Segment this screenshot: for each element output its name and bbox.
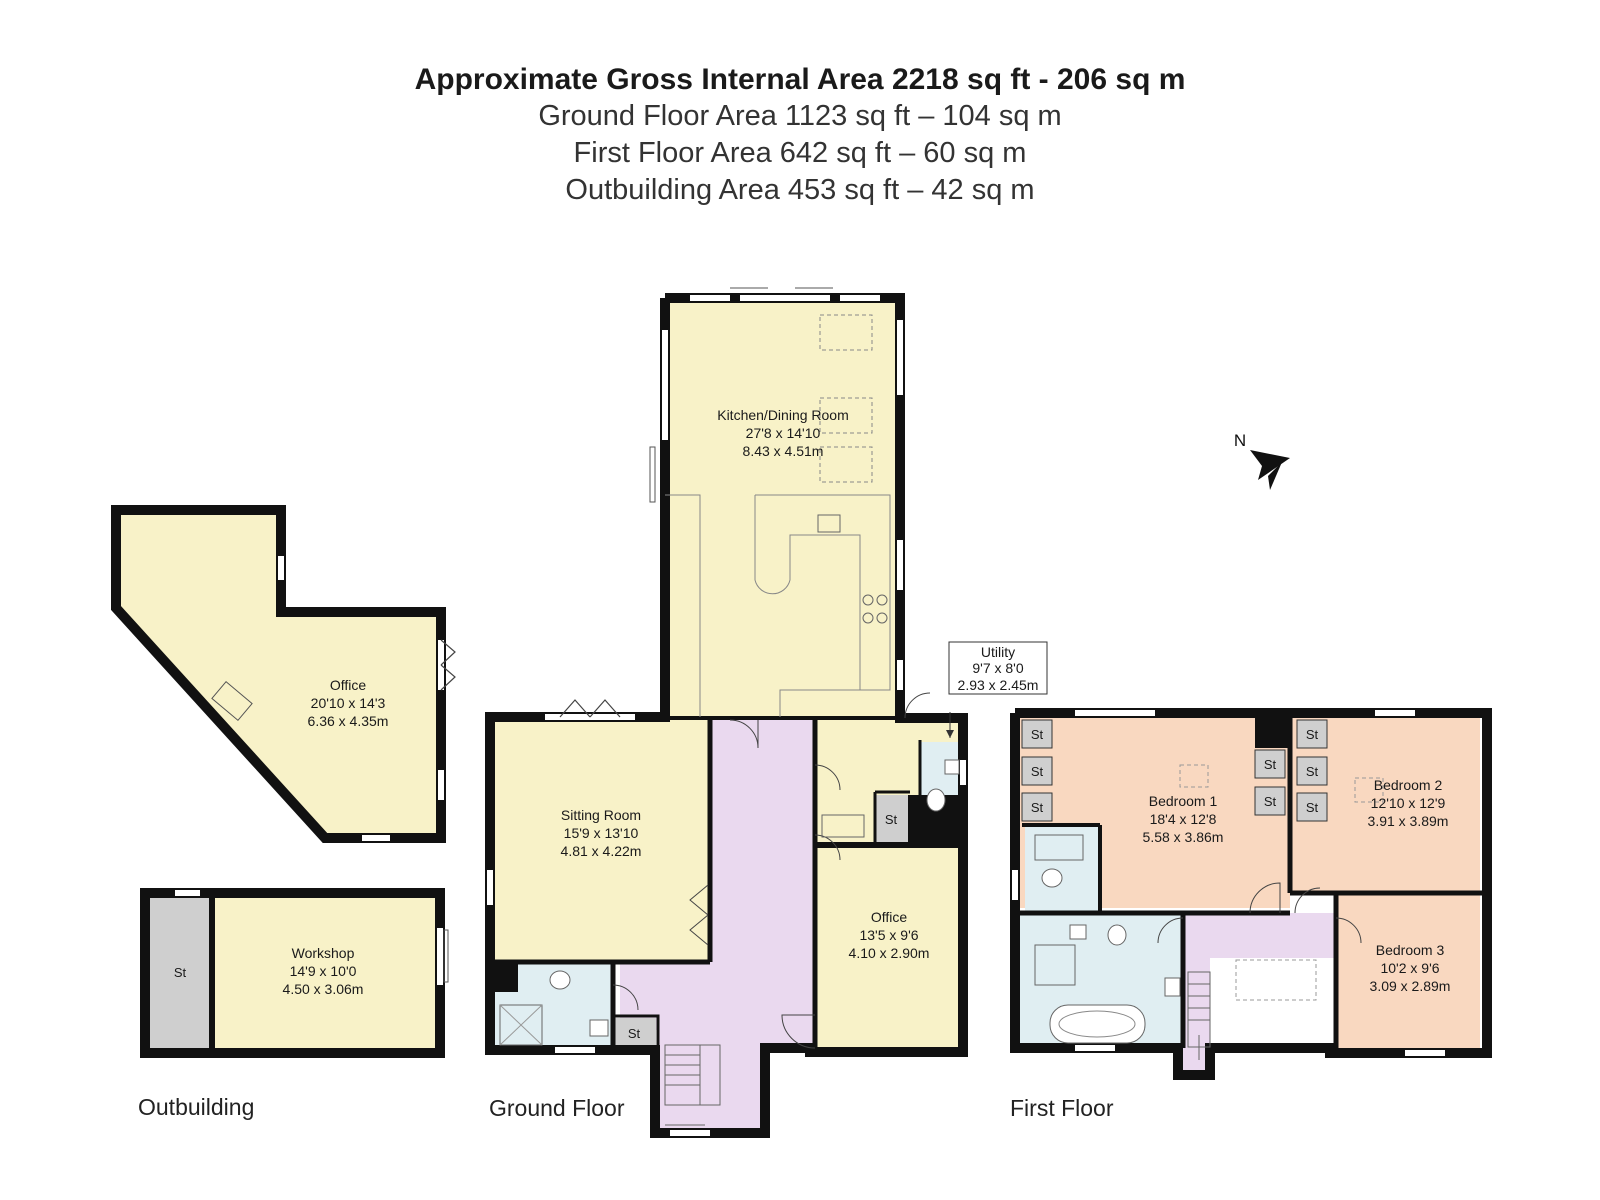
- bath-shower-icon: [1034, 944, 1076, 986]
- sitting-room-name: Sitting Room: [561, 807, 641, 823]
- north-arrow-icon: N: [1234, 431, 1290, 490]
- outbuilding-office-floor: [111, 505, 446, 843]
- basin-icon: [589, 1019, 609, 1037]
- ground-floor-block: [485, 287, 968, 1138]
- sitting-room-imperial: 15'9 x 13'10: [564, 825, 639, 841]
- first-stairs-icon: [1187, 971, 1211, 1060]
- kitchen-metric: 8.43 x 4.51m: [743, 443, 824, 459]
- store-label-5: St: [1264, 794, 1277, 809]
- bathroom-toilet-icon: [1107, 924, 1127, 946]
- toilet-icon: [549, 970, 571, 990]
- store-label-6: St: [1306, 727, 1319, 742]
- workshop-imperial: 14'9 x 10'0: [290, 963, 357, 979]
- workshop-store-label: St: [174, 965, 187, 980]
- outbuilding-office-imperial: 20'10 x 14'3: [311, 695, 386, 711]
- compass-n-label: N: [1234, 431, 1246, 450]
- store-label-3: St: [1031, 800, 1044, 815]
- sitting-room-metric: 4.81 x 4.22m: [561, 843, 642, 859]
- landing-floor: [1183, 913, 1336, 1070]
- sliding-door-icon: [443, 929, 449, 983]
- hob-icon: [862, 594, 874, 606]
- store-label-1: St: [1031, 727, 1044, 742]
- utility-metric: 2.93 x 2.45m: [958, 677, 1039, 693]
- ground-store-floor: [612, 1018, 656, 1048]
- first-floor-block: [1010, 708, 1492, 1080]
- outbuilding-office-block: [111, 505, 456, 843]
- outbuilding-area: Outbuilding Area 453 sq ft – 42 sq m: [565, 174, 1035, 206]
- bedroom2-name: Bedroom 2: [1374, 777, 1443, 793]
- kitchen-floor: [665, 298, 898, 723]
- utility-imperial: 9'7 x 8'0: [972, 660, 1023, 676]
- utility-store-label: St: [885, 812, 898, 827]
- wc-toilet-icon: [926, 788, 946, 812]
- first-floor-label: First Floor: [1010, 1095, 1114, 1121]
- workshop-block: [140, 888, 449, 1058]
- outbuilding-office-name: Office: [330, 677, 367, 693]
- kitchen-imperial: 27'8 x 14'10: [746, 425, 821, 441]
- hatch-icon: [211, 680, 253, 722]
- double-door-icon: [689, 884, 709, 946]
- ground-office-imperial: 13'5 x 9'6: [859, 927, 918, 943]
- store-label-4: St: [1264, 757, 1277, 772]
- bedroom1-imperial: 18'4 x 12'8: [1150, 811, 1217, 827]
- ensuite-floor: [1025, 825, 1100, 913]
- ensuite-toilet-icon: [1041, 868, 1063, 888]
- kitchen-sink-icon: [817, 514, 841, 533]
- ground-floor-area: Ground Floor Area 1123 sq ft – 104 sq m: [538, 100, 1062, 132]
- bedroom1-metric: 5.58 x 3.86m: [1143, 829, 1224, 845]
- ground-store-label: St: [628, 1026, 641, 1041]
- bedroom2-imperial: 12'10 x 12'9: [1371, 795, 1446, 811]
- bathroom-basin-icon: [1164, 977, 1181, 997]
- ground-office-metric: 4.10 x 2.90m: [849, 945, 930, 961]
- ground-office-floor: [815, 845, 963, 1048]
- hallway-floor: [620, 720, 815, 1130]
- sitting-room-floor: [495, 720, 708, 960]
- workshop-store-floor: [150, 898, 210, 1048]
- utility-label-box: Utility 9'7 x 8'0 2.93 x 2.45m: [948, 641, 1048, 695]
- first-floor-area: First Floor Area 642 sq ft – 60 sq m: [573, 137, 1027, 169]
- ground-floor-label: Ground Floor: [489, 1095, 625, 1121]
- shower-tray-icon: [499, 1004, 543, 1046]
- kitchen-name: Kitchen/Dining Room: [717, 407, 849, 423]
- store-label-2: St: [1031, 764, 1044, 779]
- bedroom3-imperial: 10'2 x 9'6: [1380, 960, 1439, 976]
- store-label-8: St: [1306, 800, 1319, 815]
- sliding-door-icon: [649, 446, 656, 503]
- bedroom3-name: Bedroom 3: [1376, 942, 1445, 958]
- ground-office-name: Office: [871, 909, 908, 925]
- workshop-metric: 4.50 x 3.06m: [283, 981, 364, 997]
- double-door-icon: [440, 639, 456, 691]
- ensuite-basin-icon: [1069, 924, 1087, 940]
- gross-area-title: Approximate Gross Internal Area 2218 sq …: [414, 63, 1186, 96]
- utility-name: Utility: [981, 644, 1015, 660]
- bedroom1-name: Bedroom 1: [1149, 793, 1218, 809]
- french-doors-icon: [559, 699, 621, 718]
- bedroom3-metric: 3.09 x 2.89m: [1370, 978, 1451, 994]
- workshop-name: Workshop: [292, 945, 355, 961]
- utility-sink-icon: [821, 814, 865, 838]
- bedroom2-metric: 3.91 x 3.89m: [1368, 813, 1449, 829]
- bedroom3-floor: [1336, 893, 1480, 1048]
- ensuite-shower-icon: [1034, 834, 1084, 861]
- utility-store-floor: [876, 795, 908, 843]
- outbuilding-label: Outbuilding: [138, 1094, 254, 1120]
- outbuilding-office-metric: 6.36 x 4.35m: [308, 713, 389, 729]
- ground-stairs-icon: [664, 1044, 721, 1126]
- store-label-7: St: [1306, 764, 1319, 779]
- wc-basin-icon: [944, 759, 960, 775]
- area-header: Approximate Gross Internal Area 2218 sq …: [0, 62, 1600, 209]
